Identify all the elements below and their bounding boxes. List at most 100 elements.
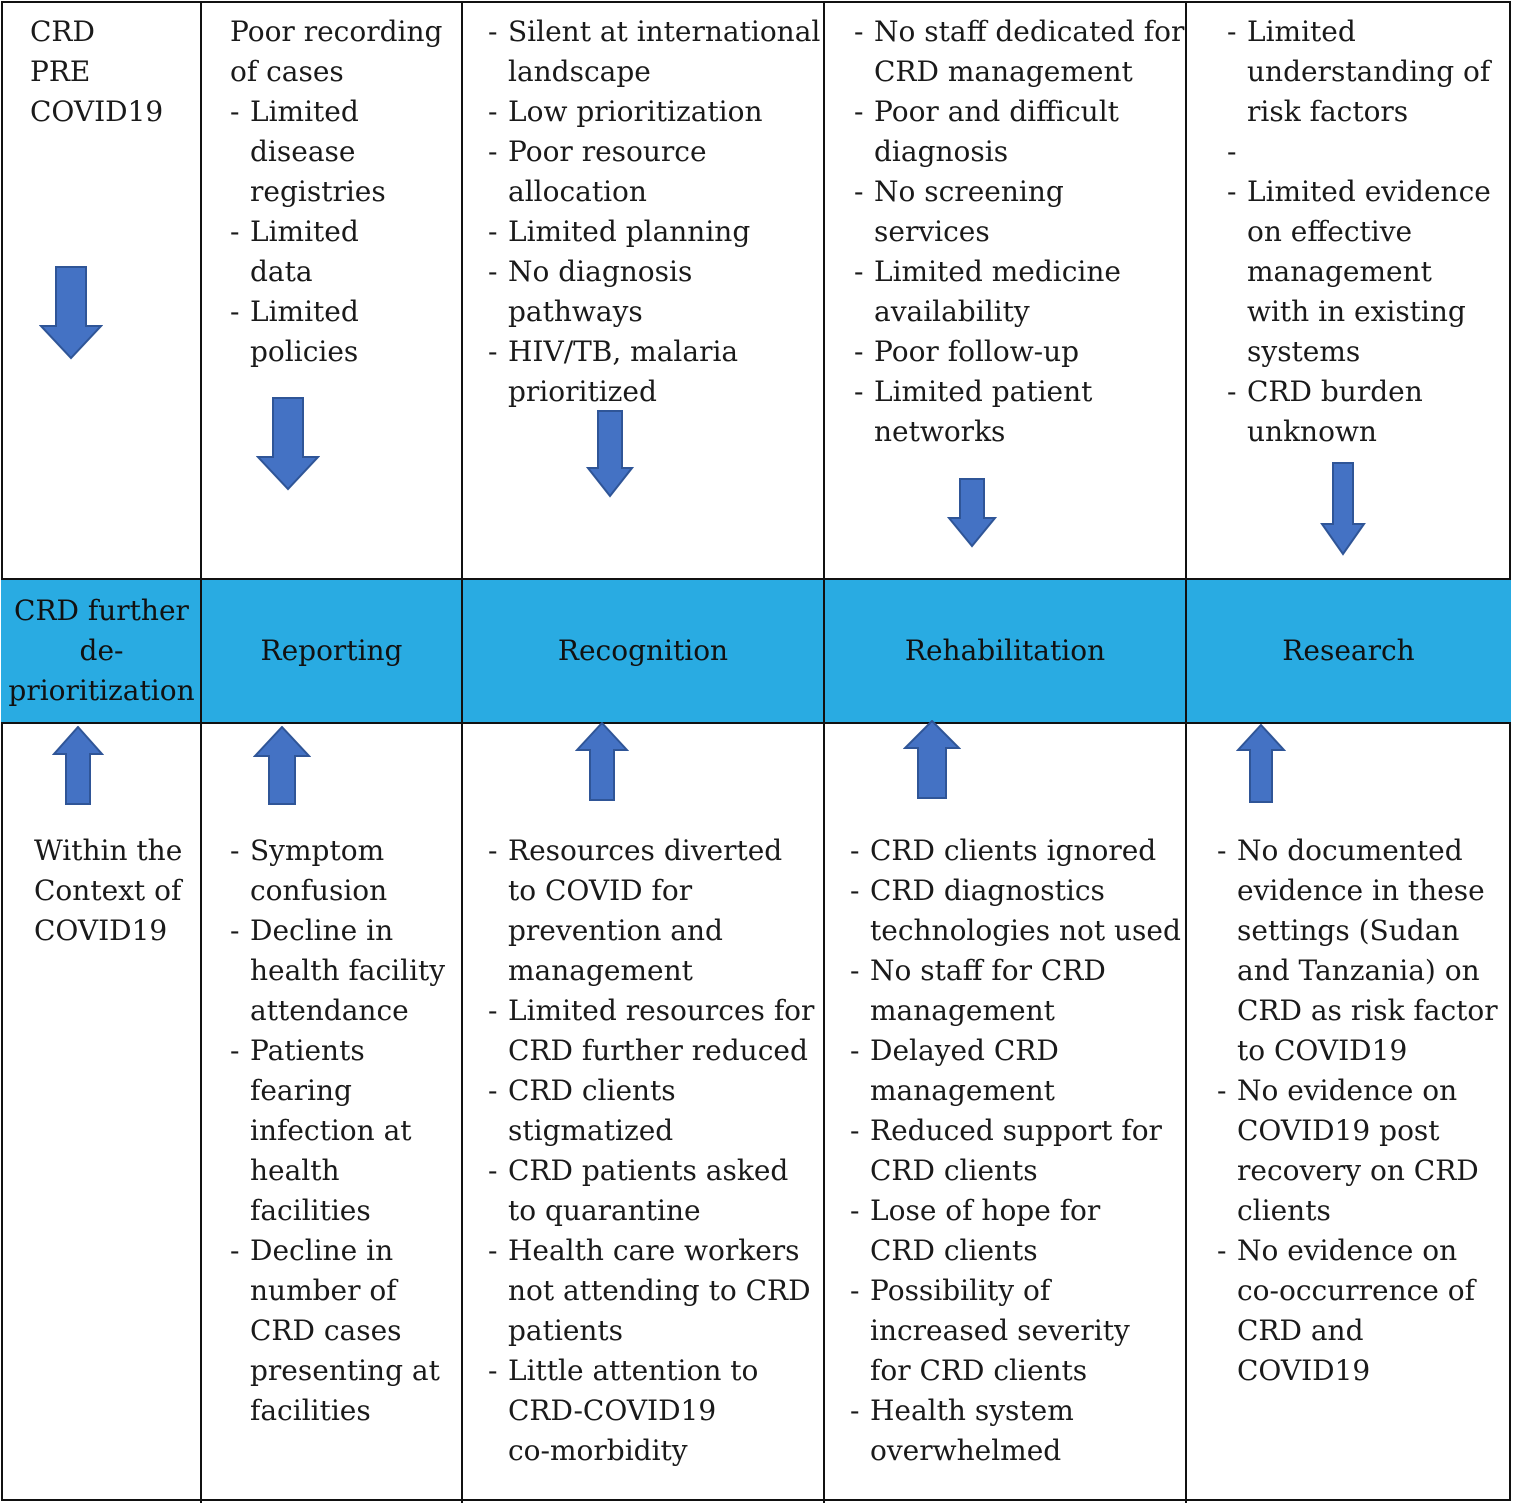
list-item-line: data — [250, 255, 313, 288]
list-item-line: on effective — [1247, 215, 1413, 248]
list-item-line: No staff for CRD — [870, 954, 1106, 987]
list-item-line: HIV/TB, malaria — [508, 335, 739, 368]
list-item: Limited patient networks — [854, 372, 1184, 452]
list-item-line: risk factors — [1247, 95, 1409, 128]
band-label-research: Research — [1282, 634, 1415, 667]
list-item-line: Limited — [250, 215, 359, 248]
list-item-line: No documented — [1237, 834, 1463, 867]
list-item-line: pathways — [508, 295, 643, 328]
list-item-line: patients — [508, 1314, 624, 1347]
list-item-line: No staff dedicated for — [874, 15, 1185, 48]
list-item-line: allocation — [508, 175, 647, 208]
list-item-line: prevention and — [508, 914, 723, 947]
list-item-line: Limited — [1247, 15, 1356, 48]
list-item-line: health — [250, 1154, 340, 1187]
list-item-line: stigmatized — [508, 1114, 674, 1147]
list-item-line: for CRD clients — [870, 1354, 1088, 1387]
category-band — [1, 578, 1511, 724]
list-item-line: COVID19 — [1237, 1354, 1371, 1387]
list-item-line: evidence in these — [1237, 874, 1485, 907]
list-item-line: facilities — [250, 1394, 371, 1427]
bullet-list: Silent at internationallandscapeLow prio… — [488, 12, 820, 412]
list-item-line: Limited patient — [874, 375, 1093, 408]
down-arrow-icon — [586, 410, 634, 498]
bottom-rehabilitation-block: CRD clients ignoredCRD diagnosticstechno… — [850, 831, 1181, 1471]
list-item-line: CRD further reduced — [508, 1034, 808, 1067]
list-item-line: Lose of hope for — [870, 1194, 1101, 1227]
column-divider — [1185, 1, 1187, 1503]
list-item-line: CRD and — [1237, 1314, 1364, 1347]
list-item-line: Decline in — [250, 1234, 394, 1267]
list-item-line: management — [870, 994, 1055, 1027]
up-arrow-icon — [575, 722, 629, 801]
band-label-rehabilitation: Rehabilitation — [904, 634, 1106, 667]
band-line: de- — [79, 634, 124, 667]
list-item-line: No evidence on — [1237, 1074, 1458, 1107]
list-item-line: Possibility of — [870, 1274, 1051, 1307]
list-item-line: technologies not used — [870, 914, 1181, 947]
down-arrow-icon — [256, 397, 320, 491]
column-divider — [200, 1, 202, 1503]
list-item: Silent at international landscape — [488, 12, 820, 92]
list-item-line: Health system — [870, 1394, 1074, 1427]
text-line: Within the — [34, 834, 183, 867]
list-item-line: diagnosis — [874, 135, 1009, 168]
list-item-line: disease — [250, 135, 356, 168]
up-arrow-icon — [903, 720, 961, 799]
top-recognition-block: Silent at internationallandscapeLow prio… — [488, 12, 820, 412]
list-item-line: CRD as risk factor — [1237, 994, 1498, 1027]
list-item: CRD clients stigmatized — [488, 1071, 814, 1151]
list-item-line: clients — [1237, 1194, 1331, 1227]
list-item-line: CRD patients asked — [508, 1154, 789, 1187]
list-item-line: registries — [250, 175, 386, 208]
down-arrow-icon — [39, 266, 103, 360]
text-line: PRE — [30, 55, 91, 88]
list-item-line — [1247, 132, 1491, 172]
list-item-line: CRD clients — [508, 1074, 676, 1107]
list-item-line: landscape — [508, 55, 651, 88]
list-item-line: Patients — [250, 1034, 365, 1067]
list-item-line: CRD clients — [870, 1154, 1038, 1187]
list-item-line: number of — [250, 1274, 397, 1307]
list-item: Poor follow-up — [854, 332, 1184, 372]
list-item-line: Decline in — [250, 914, 394, 947]
list-item-line: increased severity — [870, 1314, 1130, 1347]
list-item-line: co-morbidity — [508, 1434, 688, 1467]
text-line: CRD — [30, 15, 95, 48]
list-item-line: CRD management — [874, 55, 1133, 88]
list-item-line: Limited evidence — [1247, 175, 1491, 208]
list-item-line: No evidence on — [1237, 1234, 1458, 1267]
list-item-line: Poor resource — [508, 135, 707, 168]
text-line: of cases — [230, 55, 344, 88]
up-arrow-icon — [1236, 724, 1286, 803]
list-item-line: networks — [874, 415, 1006, 448]
list-item-line: Little attention to — [508, 1354, 759, 1387]
list-item-line: co-occurrence of — [1237, 1274, 1475, 1307]
text-line: COVID19 — [34, 914, 168, 947]
list-item-line: management — [1247, 255, 1432, 288]
list-item-line: Resources diverted — [508, 834, 783, 867]
list-item-line: Silent at international — [508, 15, 821, 48]
list-item-line: Limited resources for — [508, 994, 815, 1027]
